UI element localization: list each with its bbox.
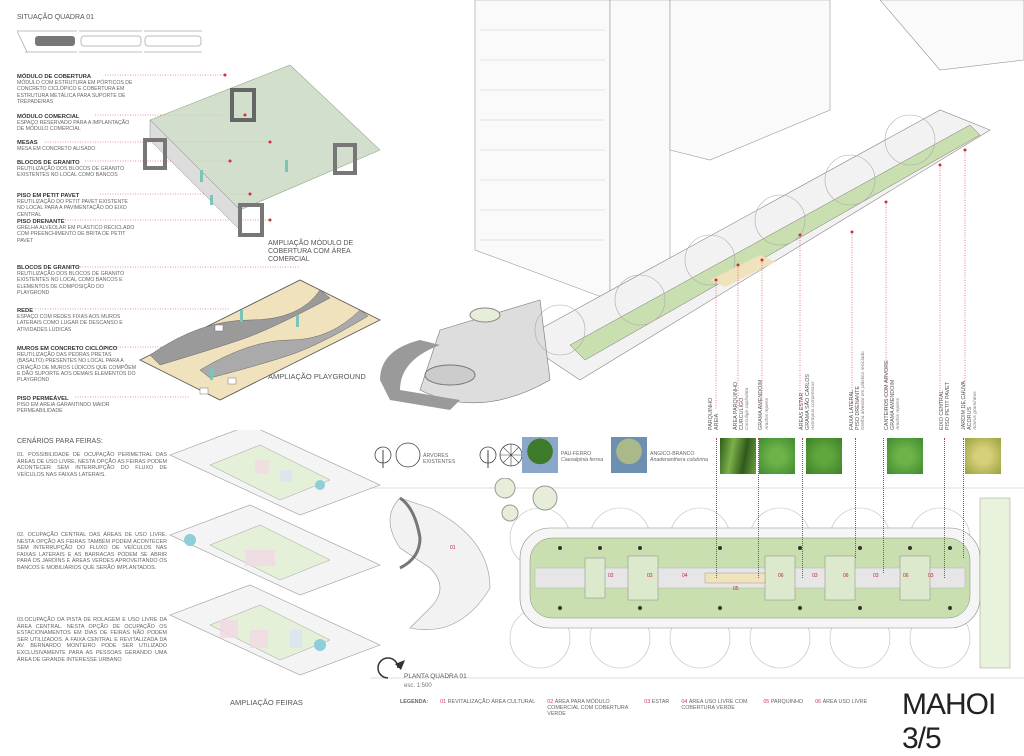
pau-ferro-photo bbox=[522, 437, 558, 473]
leader-line bbox=[758, 438, 759, 578]
leader-line bbox=[963, 438, 964, 558]
zone-number: 01 bbox=[450, 545, 456, 551]
zone-number: 06 bbox=[843, 573, 849, 579]
playground-caption: AMPLIAÇÃO PLAYGROUND bbox=[268, 372, 366, 381]
acorus-photo bbox=[965, 438, 1001, 474]
curculigo-photo bbox=[720, 438, 756, 474]
zone-number: 03 bbox=[812, 573, 818, 579]
leader-line bbox=[883, 438, 884, 573]
feiras-title: CENÁRIOS PARA FEIRAS: bbox=[17, 438, 103, 445]
feira-scenario-2: 02. OCUPAÇÃO CENTRAL DAS ÁREAS DE USO LI… bbox=[17, 532, 167, 571]
zone-number: 06 bbox=[903, 573, 909, 579]
grama-amendoim-photo-2 bbox=[887, 438, 923, 474]
zone-number: 03 bbox=[873, 573, 879, 579]
leader-line bbox=[855, 438, 856, 558]
cobertura-axonometric bbox=[45, 64, 381, 237]
sheet-title: MAHOI 3/5 bbox=[902, 688, 996, 755]
site-plan bbox=[370, 478, 1024, 679]
zone-number: 05 bbox=[733, 586, 739, 592]
existing-trees-label: ÁRVORES EXISTENTES bbox=[423, 453, 456, 466]
situacao-title: SITUAÇÃO QUADRA 01 bbox=[17, 14, 95, 21]
leader-line bbox=[802, 438, 803, 578]
cobertura-caption: AMPLIAÇÃO MÓDULO DE COBERTURA COM ÁREA C… bbox=[268, 240, 354, 263]
feira-scenario-1: 01. POSSIBILIDADE DE OCUPAÇÃO PERIMETRAL… bbox=[17, 452, 167, 478]
plan-title: PLANTA QUADRA 01 bbox=[404, 673, 467, 680]
new-trees-icon bbox=[479, 443, 523, 468]
aerial-axonometric-view bbox=[380, 0, 1024, 410]
grama-amendoim-photo bbox=[759, 438, 795, 474]
existing-trees-icon bbox=[374, 442, 421, 468]
legend: LEGENDA: 01 REVITALIZAÇÃO ÁREA CULTURAL … bbox=[400, 699, 868, 717]
zone-number: 04 bbox=[682, 573, 688, 579]
feiras-caption: AMPLIAÇÃO FEIRAS bbox=[230, 698, 303, 707]
zone-number: 06 bbox=[778, 573, 784, 579]
plan-scale: esc. 1:500 bbox=[404, 683, 432, 689]
zone-number: 03 bbox=[647, 573, 653, 579]
zone-number: 02 bbox=[608, 573, 614, 579]
zone-number: 03 bbox=[928, 573, 934, 579]
feira-scenario-3: 03.OCUPAÇÃO DA PISTA DE ROLAGEM E USO LI… bbox=[17, 617, 167, 663]
grama-sao-carlos-photo bbox=[806, 438, 842, 474]
leader-line bbox=[716, 438, 717, 578]
playground-axonometric bbox=[35, 266, 381, 401]
situacao-map bbox=[17, 30, 202, 53]
feiras-axonometrics bbox=[169, 430, 381, 676]
leader-line bbox=[944, 438, 945, 578]
angico-branco-photo bbox=[611, 437, 647, 473]
